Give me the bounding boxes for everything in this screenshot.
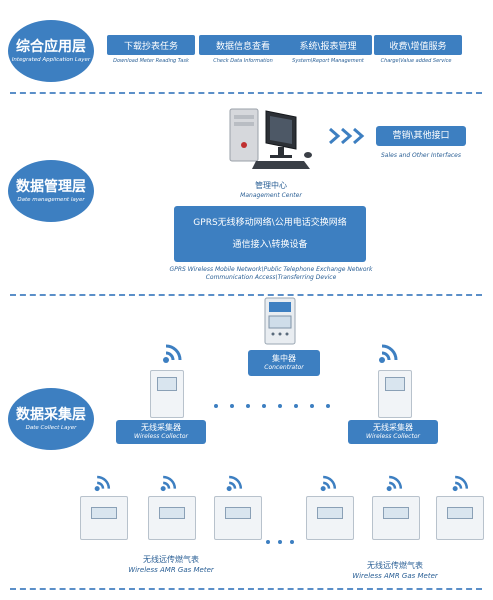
collector-left-device <box>150 370 184 418</box>
gas-meter-icon <box>214 496 262 540</box>
layer-management-circle: 数据管理层 Date management layer <box>8 160 94 222</box>
gas-meter-icon <box>372 496 420 540</box>
divider-top <box>10 92 482 94</box>
network-line2: 通信接入\转换设备 <box>232 240 308 250</box>
layer-collect-circle: 数据采集层 Date Collect Layer <box>8 388 94 450</box>
sales-interface-box: 营销\其他接口 <box>376 126 466 146</box>
sales-interface-label-en: Sales and Other Interfaces <box>380 152 461 159</box>
collector-right-box: 无线采集器 Wireless Collector <box>348 420 438 444</box>
computer-icon <box>226 103 316 173</box>
gas-meter-icon <box>80 496 128 540</box>
app-check-data: 数据信息查看 <box>199 35 287 55</box>
wifi-icon <box>318 472 340 492</box>
layer-application-subtitle: Integrated Application Layer <box>11 56 91 63</box>
wifi-icon <box>384 472 406 492</box>
wifi-icon <box>158 472 180 492</box>
concentrator-label: 集中器 <box>272 354 296 363</box>
collector-left-label-en: Wireless Collector <box>134 433 188 440</box>
network-label-en-1: GPRS Wireless Mobile Network\Public Tele… <box>169 266 373 273</box>
divider-middle <box>10 294 482 296</box>
layer-collect-subtitle: Date Collect Layer <box>25 424 77 431</box>
ellipsis-dot <box>294 404 298 408</box>
wifi-icon <box>376 340 402 364</box>
concentrator-icon <box>262 296 298 346</box>
collector-right-label-en: Wireless Collector <box>366 433 420 440</box>
app-check-data-en: Check Data Information <box>213 58 273 64</box>
layer-management-subtitle: Date management layer <box>17 196 85 203</box>
concentrator-label-en: Concentrator <box>264 364 304 371</box>
collector-right-label: 无线采集器 <box>373 423 413 432</box>
ellipsis-dot <box>326 404 330 408</box>
management-center-label-en: Management Center <box>240 192 302 199</box>
app-system-report-en: System\Report Management <box>292 58 364 64</box>
ellipsis-dot <box>262 404 266 408</box>
network-box: GPRS无线移动网络\公用电话交换网络 通信接入\转换设备 <box>174 206 366 262</box>
arrow-icon <box>328 126 372 146</box>
collector-left-label: 无线采集器 <box>141 423 181 432</box>
layer-collect-title: 数据采集层 <box>16 406 86 423</box>
gas-meter-icon <box>306 496 354 540</box>
layer-application-circle: 综合应用层 Integrated Application Layer <box>8 20 94 82</box>
wifi-icon <box>450 472 472 492</box>
app-charge-service-en: Charge\Value added Service <box>380 58 452 64</box>
layer-application-title: 综合应用层 <box>16 38 86 55</box>
wifi-icon <box>92 472 114 492</box>
wifi-icon <box>224 472 246 492</box>
gas-meter-icon <box>436 496 484 540</box>
ellipsis-dot <box>278 540 282 544</box>
meter-right-label: 无线远传燃气表 <box>367 561 423 570</box>
management-center-label: 管理中心 <box>255 181 287 190</box>
wifi-icon <box>160 340 186 364</box>
ellipsis-dot <box>246 404 250 408</box>
ellipsis-dot <box>266 540 270 544</box>
concentrator-box: 集中器 Concentrator <box>248 350 320 376</box>
layer-management-title: 数据管理层 <box>16 178 86 195</box>
app-download-task: 下载抄表任务 <box>107 35 195 55</box>
app-system-report: 系统\报表管理 <box>284 35 372 55</box>
ellipsis-dot <box>278 404 282 408</box>
meter-left-label: 无线远传燃气表 <box>143 555 199 564</box>
ellipsis-dot <box>290 540 294 544</box>
network-label-en-2: Communication Access\Transferring Device <box>205 274 337 281</box>
gas-meter-icon <box>148 496 196 540</box>
ellipsis-dot <box>230 404 234 408</box>
app-charge-service: 收费\增值服务 <box>374 35 462 55</box>
collector-right-device <box>378 370 412 418</box>
meter-left-label-en: Wireless AMR Gas Meter <box>128 566 214 574</box>
network-line1: GPRS无线移动网络\公用电话交换网络 <box>193 218 347 228</box>
ellipsis-dot <box>310 404 314 408</box>
collector-left-box: 无线采集器 Wireless Collector <box>116 420 206 444</box>
ellipsis-dot <box>214 404 218 408</box>
meter-right-label-en: Wireless AMR Gas Meter <box>352 572 438 580</box>
app-download-task-en: Download Meter Reading Task <box>113 58 189 64</box>
divider-bottom <box>10 588 482 590</box>
